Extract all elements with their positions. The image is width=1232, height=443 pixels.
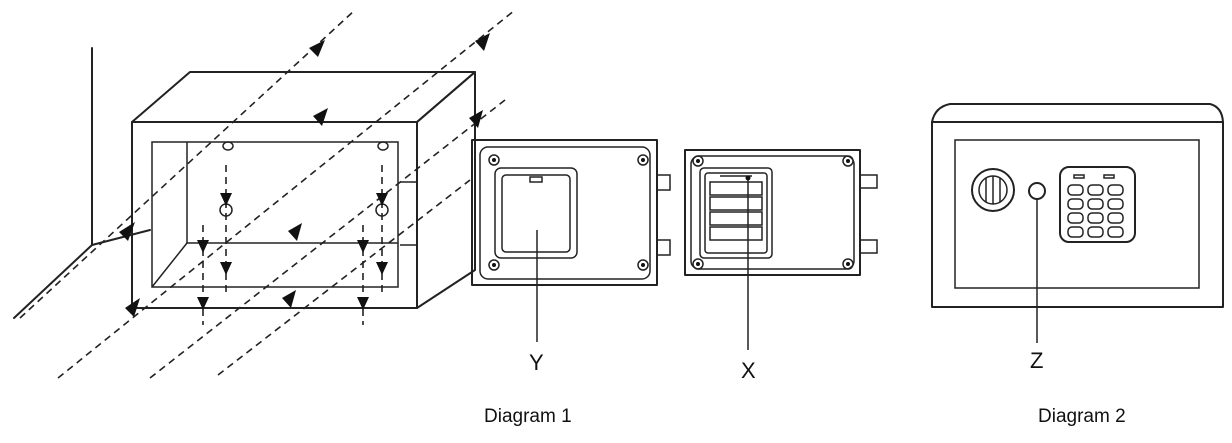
safe-door-battery-icon [684, 149, 878, 350]
keyhole-icon [1028, 182, 1046, 343]
vertical-bolt-lines [197, 165, 388, 325]
combination-knob-icon [971, 168, 1015, 212]
wall-corner [13, 47, 151, 319]
safe-front-icon [931, 103, 1224, 308]
label-x: X [741, 358, 756, 383]
bolt-guide-lines [19, 9, 516, 379]
label-y: Y [529, 350, 544, 375]
caption-diagram-2: Diagram 2 [1038, 406, 1126, 427]
keypad-icon [1059, 166, 1136, 243]
safe-body-icon [131, 71, 476, 309]
label-z: Z [1030, 348, 1044, 373]
caption-diagram-1: Diagram 1 [484, 406, 572, 427]
safe-door-inner-icon [471, 139, 671, 342]
